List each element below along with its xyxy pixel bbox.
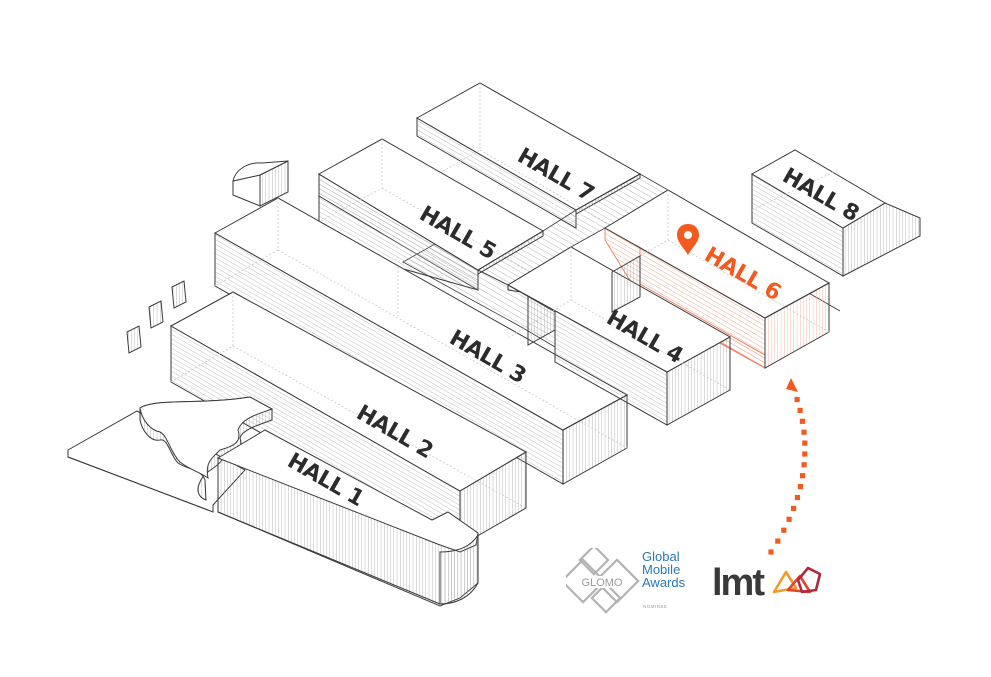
- hall-3-hidden-edge-2: [277, 249, 628, 449]
- lmt-logo: lmt: [712, 560, 832, 610]
- hall-5[interactable]: HALL 5: [318, 138, 544, 291]
- kiosk: [232, 160, 289, 207]
- arrow-dot: [802, 440, 808, 446]
- hall-6-hidden-edge-2: [667, 239, 830, 333]
- hall-4-end-wall: [666, 336, 731, 426]
- lmt-symbol-icon: [772, 566, 822, 594]
- arrow-dot: [794, 396, 800, 403]
- arrow-dot: [775, 538, 781, 544]
- hall-4-hidden-edge-2: [570, 299, 731, 391]
- lmt-wordmark: lmt: [712, 562, 765, 604]
- arrow-dot: [799, 418, 805, 424]
- pillar-3: [126, 325, 142, 354]
- glomo-badge-text: GLOMO: [582, 577, 623, 589]
- hall-1-plaza-edge: [67, 450, 209, 511]
- arrow-dot: [781, 527, 787, 533]
- glomo-title-line-3: Awards: [642, 575, 686, 590]
- arrow-dot: [797, 484, 803, 490]
- glomo-title-line-1: Global: [642, 549, 680, 564]
- glomo-title: Global Mobile Awards: [642, 550, 685, 589]
- arrow-dot: [797, 407, 803, 413]
- hall-5-end-wall: [477, 230, 544, 275]
- glomo-logo: GLOMO Global Mobile Awards NOMINEE: [566, 548, 696, 618]
- arrow-dot: [791, 505, 797, 511]
- hall-8-end-wall: [842, 202, 921, 277]
- hall-1-roof: [216, 429, 479, 553]
- hall-1[interactable]: HALL 1: [67, 396, 479, 607]
- pillar-2: [148, 300, 164, 329]
- hall-1-curved-end: [439, 533, 479, 605]
- arrow-dot: [801, 462, 807, 468]
- hall-8[interactable]: HALL 8: [747, 149, 921, 312]
- arrow-dot: [801, 429, 807, 435]
- pillar-1: [171, 280, 187, 309]
- arrow-dot: [768, 549, 774, 555]
- arrow-dot: [786, 516, 792, 522]
- hall-5-hidden-edge-2: [381, 187, 544, 281]
- glomo-title-line-2: Mobile: [642, 562, 681, 577]
- arrow-dot: [794, 494, 800, 501]
- arrow-dot: [800, 473, 806, 479]
- location-pin-icon[interactable]: [677, 224, 699, 255]
- glomo-badge-icon: GLOMO: [566, 548, 640, 614]
- hall-6[interactable]: HALL 6: [604, 189, 831, 369]
- direction-arrow: [768, 378, 808, 555]
- arrow-head-icon: [786, 378, 798, 392]
- pillars: [126, 280, 187, 354]
- hall-1-canopy-roof: [139, 396, 274, 480]
- hall-1-base-line: [217, 511, 441, 605]
- hall-4-gap-wall: [611, 255, 641, 313]
- glomo-nominee-tag: NOMINEE: [643, 604, 668, 609]
- arrow-dot: [802, 451, 808, 457]
- hall-4[interactable]: HALL 4: [506, 246, 732, 426]
- hall-2[interactable]: HALL 2: [169, 291, 528, 547]
- kiosk-roof: [232, 160, 289, 182]
- hall-3[interactable]: HALL 3: [213, 197, 629, 485]
